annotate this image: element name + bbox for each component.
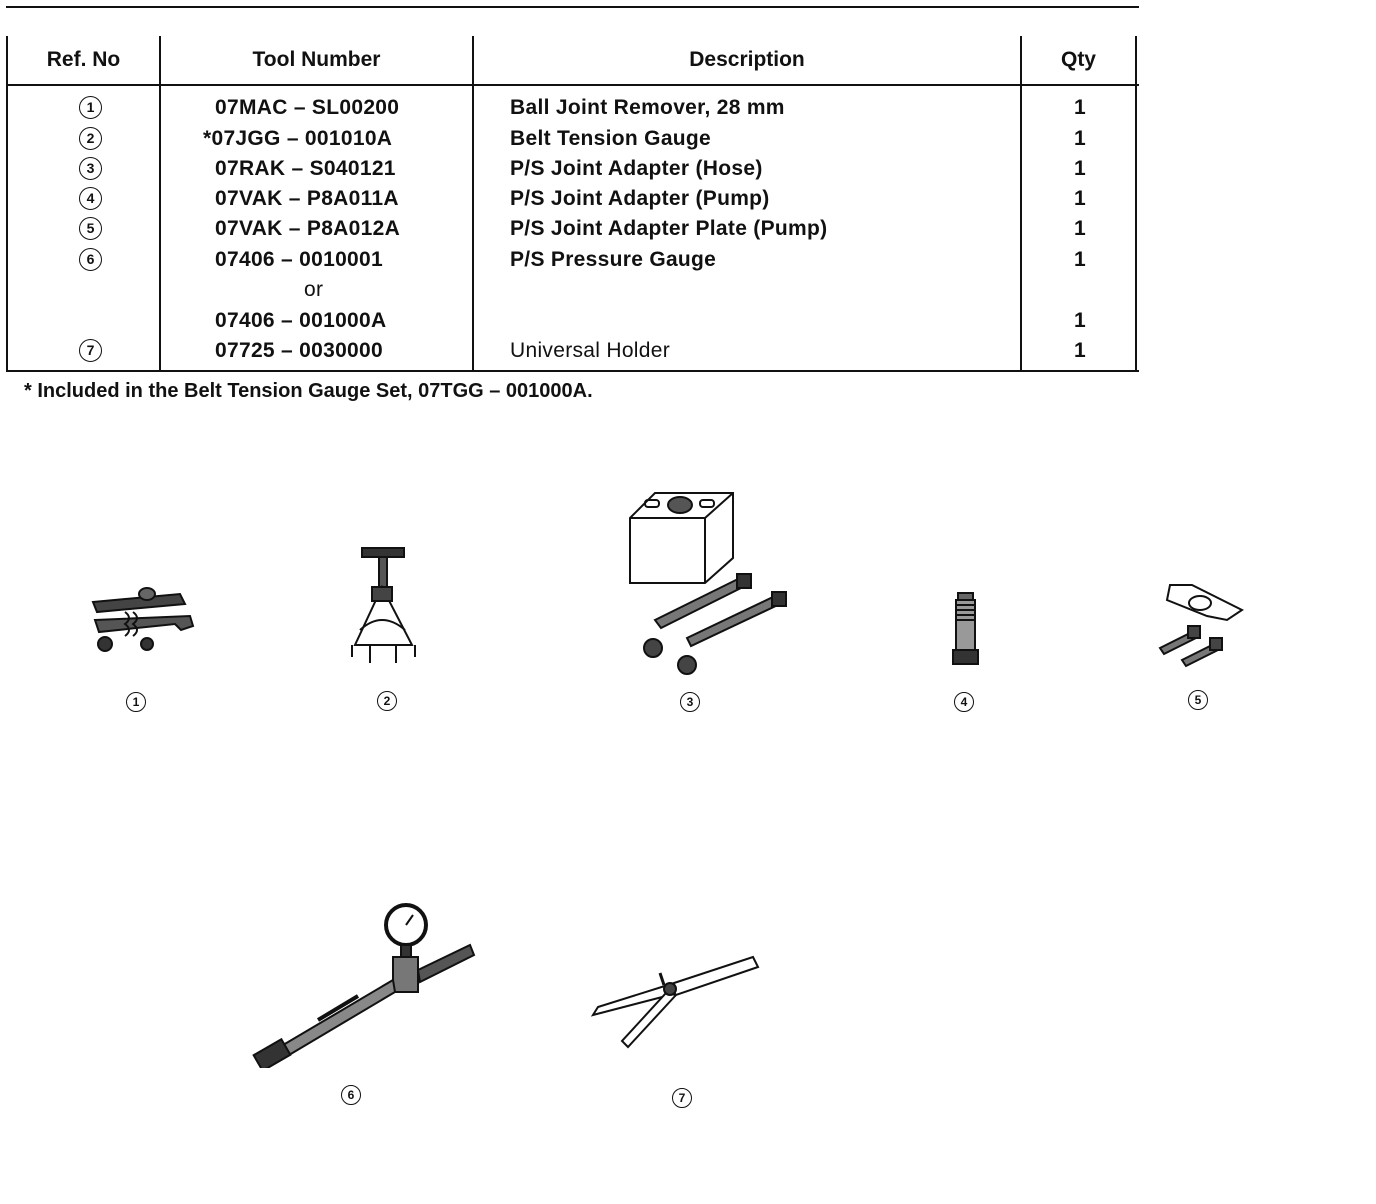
- tool-number: 07406 – 0010001: [215, 248, 383, 271]
- illustration-label-6: 6: [341, 1085, 361, 1105]
- ref-number-circle: 2: [79, 127, 102, 150]
- quantity: 1: [1074, 248, 1086, 271]
- ref-number-circle: 1: [79, 96, 102, 119]
- ref-number-circle: 7: [79, 339, 102, 362]
- joint-adapter-plate-icon: [1158, 584, 1244, 668]
- illustration-label-2: 2: [377, 691, 397, 711]
- header-description: Description: [689, 48, 805, 71]
- illustration-label-1: 1: [126, 692, 146, 712]
- tool-number: 07VAK – P8A011A: [215, 187, 399, 210]
- description: Universal Holder: [510, 339, 671, 362]
- illustration-label-7: 7: [672, 1088, 692, 1108]
- joint-adapter-hose-icon: [629, 492, 787, 675]
- tool-number: 07725 – 0030000: [215, 339, 383, 362]
- description: P/S Joint Adapter (Hose): [510, 157, 763, 180]
- illustration-label-4: 4: [954, 692, 974, 712]
- column-divider: [1020, 36, 1022, 370]
- tool-number: 07MAC – SL00200: [215, 96, 400, 119]
- belt-tension-gauge-icon: [351, 547, 416, 663]
- ref-number-circle: 4: [79, 187, 102, 210]
- header-tool-number: Tool Number: [252, 48, 381, 71]
- universal-holder-icon: [590, 955, 760, 1049]
- tool-number: 07406 – 001000A: [215, 309, 387, 332]
- quantity: 1: [1074, 157, 1086, 180]
- ref-number-circle: 3: [79, 157, 102, 180]
- header-qty: Qty: [1060, 48, 1096, 71]
- description: P/S Pressure Gauge: [510, 248, 717, 271]
- tool-number: 07RAK – S040121: [215, 157, 396, 180]
- special-tools-table: Ref. No Tool Number Description Qty 1 07…: [6, 6, 1139, 372]
- illustration-label-3: 3: [680, 692, 700, 712]
- tool-number: *07JGG – 001010A: [203, 127, 393, 150]
- description: P/S Joint Adapter (Pump): [510, 187, 770, 210]
- joint-adapter-pump-icon: [952, 592, 979, 665]
- illustration-label-5: 5: [1188, 690, 1208, 710]
- table-border-right: [1135, 36, 1137, 370]
- header-rule: [6, 84, 1139, 86]
- header-ref-no: Ref. No: [46, 48, 121, 71]
- quantity: 1: [1074, 96, 1086, 119]
- ball-joint-remover-icon: [91, 587, 195, 652]
- quantity: 1: [1074, 339, 1086, 362]
- quantity: 1: [1074, 217, 1086, 240]
- column-divider: [159, 36, 161, 370]
- quantity: 1: [1074, 127, 1086, 150]
- tool-number: 07VAK – P8A012A: [215, 217, 401, 240]
- footnote: * Included in the Belt Tension Gauge Set…: [24, 380, 593, 402]
- description: P/S Joint Adapter Plate (Pump): [510, 217, 828, 240]
- column-divider: [472, 36, 474, 370]
- quantity: 1: [1074, 309, 1086, 332]
- description: Ball Joint Remover, 28 mm: [510, 96, 785, 119]
- ref-number-circle: 5: [79, 217, 102, 240]
- description: Belt Tension Gauge: [510, 127, 712, 150]
- table-border-left: [6, 36, 8, 370]
- ref-number-circle: 6: [79, 248, 102, 271]
- pressure-gauge-icon: [252, 903, 476, 1068]
- quantity: 1: [1074, 187, 1086, 210]
- alternative-or: or: [304, 278, 324, 301]
